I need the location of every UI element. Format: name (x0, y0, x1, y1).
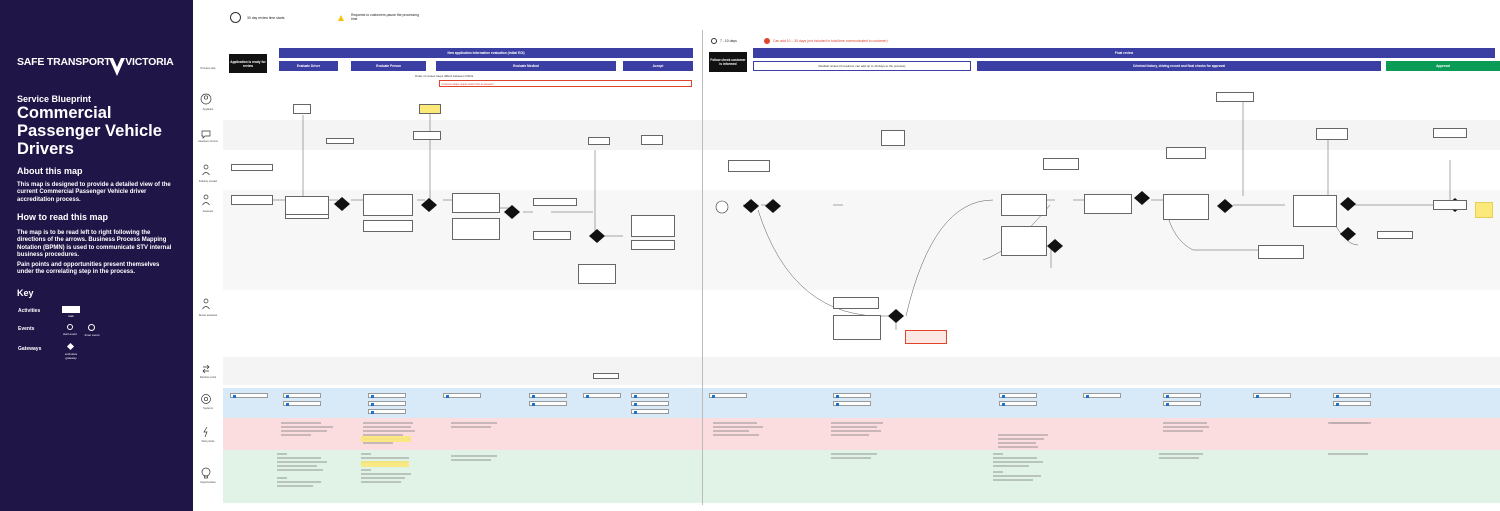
industry-person-icon (203, 164, 209, 170)
lane-applicant-label: Applicant (202, 108, 214, 111)
about-heading: About this map (17, 166, 83, 176)
key-timer-event-label: timer event (84, 333, 100, 337)
gateway-diamond-icon (66, 342, 75, 351)
brand-name-left: SAFE TRANSPORT (17, 56, 111, 68)
timer-event-icon (88, 324, 95, 331)
phase-divider (702, 30, 703, 505)
read-heading: How to read this map (17, 212, 109, 222)
key-gateway-label: exclusive gateway (64, 352, 78, 360)
read-text-2: Pain points and opportunities present th… (17, 262, 160, 276)
arrows-icon (202, 364, 210, 374)
red-delay-box (905, 330, 947, 344)
stage-medical-review: Medical review (if required, can add up … (753, 61, 971, 71)
stage-evaluate-person: Evaluate Person (351, 61, 426, 71)
opportunities-band (223, 450, 1500, 503)
read-text-1: The map is to be read left to right foll… (17, 230, 172, 259)
phase-header-final-review: Final review (753, 48, 1495, 58)
lane-industry-label: Industry contact (198, 180, 218, 183)
lane-senior-label: Senior assessor (198, 314, 218, 317)
fine-print-notes (277, 422, 1371, 487)
brand-name-right: VICTORIA (125, 56, 174, 68)
applicant-person-icon (200, 93, 212, 105)
pause-legend-label: Requests to customers pause the processi… (351, 13, 419, 21)
lane-opportunities-label: Opportunities (200, 481, 216, 484)
sticky-note-2 (1475, 202, 1493, 218)
gear-icon (201, 394, 211, 404)
decision-band (223, 357, 1500, 385)
lightning-icon (203, 426, 208, 438)
timer-icon-2 (711, 38, 717, 44)
chat-icon (201, 130, 211, 139)
lane-icons (200, 93, 212, 479)
lane-assessor-label: Assessor (202, 210, 214, 213)
key-start-event-label: start event (62, 332, 77, 336)
senior-person-icon (203, 298, 209, 304)
stage-application-ready: Application is ready for review (229, 54, 267, 73)
pause-icon (338, 15, 344, 21)
warning-icon (764, 38, 770, 44)
lane-pain-label: Pain points (201, 440, 215, 443)
stage-criminal-review: Criminal history, driving record and fin… (977, 61, 1381, 71)
stage-evaluate-medical: Evaluate Medical (436, 61, 616, 71)
lane-decision-label: Decision point (199, 376, 217, 379)
red-note-box: Customer delays require action from an a… (439, 80, 692, 87)
stage-accept: Accept (623, 61, 693, 71)
key-activity-box (62, 306, 80, 313)
order-note: Order of review steps differs between CS… (414, 74, 474, 78)
days-label: 7 - 10 days (720, 39, 737, 43)
lane-systems-label: Systems (203, 407, 213, 410)
key-gateways-label: Gateways (18, 346, 42, 352)
key-events-label: Events (18, 326, 35, 332)
stage-evaluate-driver: Evaluate Driver (279, 61, 338, 71)
sticky-note (419, 104, 441, 114)
about-text: This map is designed to provide a detail… (17, 182, 171, 203)
service-blueprint-diagram: 30 day review time starts Requests to cu… (193, 0, 1500, 511)
key-activities-label: Activities (18, 308, 41, 314)
warning-text: Can add 10 – 30 days (not included in to… (773, 39, 888, 43)
lane-comms-label: Assessor comms (198, 140, 218, 143)
key-activity-label: task (68, 314, 74, 318)
victoria-v-icon (109, 58, 125, 76)
page-title: Commercial Passenger Vehicle Drivers (17, 104, 162, 158)
key-heading: Key (17, 288, 34, 298)
assessor-band (223, 190, 1500, 290)
blueprint-subtitle: Service Blueprint (17, 94, 92, 104)
stage-approval: Approval (1386, 61, 1500, 71)
timer-legend-label: 30 day review time starts (247, 16, 285, 20)
timer-icon (230, 12, 241, 23)
stage-follow-check: Follow check customer is informed (709, 52, 747, 72)
brand-logo: SAFE TRANSPORT VICTORIA (17, 52, 177, 80)
assessor-person-icon (203, 194, 209, 200)
intro-panel: SAFE TRANSPORT VICTORIA Service Blueprin… (0, 0, 193, 511)
start-event-icon (67, 324, 73, 330)
phase-header-evaluation: New application information evaluation (… (279, 48, 693, 58)
